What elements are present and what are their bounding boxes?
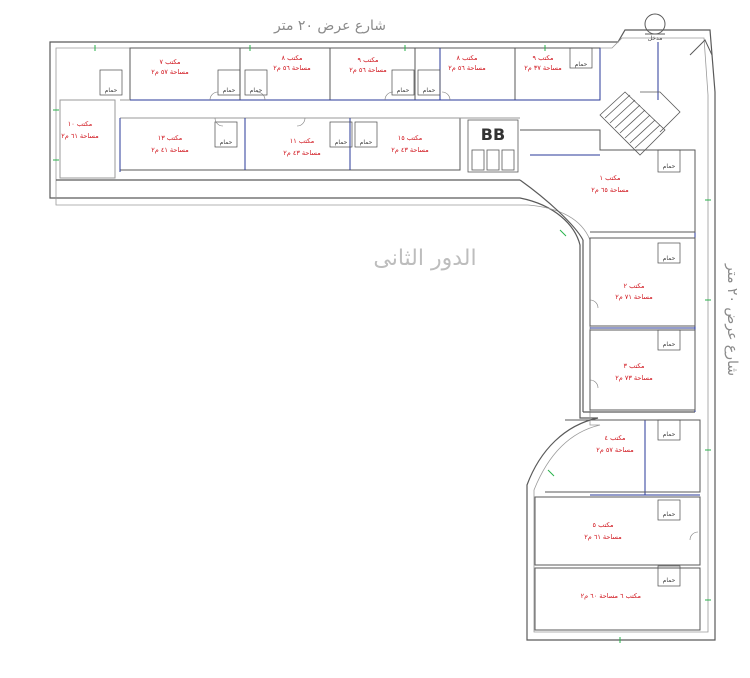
office-labels-right: مكتب ١ مساحة ٦٥ م٢ مكتب ٢ مساحة ٧١ م٢ مك… xyxy=(581,174,653,600)
wc-label: حمام xyxy=(663,577,676,584)
office-labels-middle: مكتب ١٠ مساحة ٦١ م٢ مكتب ١٣ مساحة ٤١ م٢ … xyxy=(61,120,428,157)
office-area: مساحة ٤٣ م٢ xyxy=(283,149,320,157)
office-name: مكتب ٣ xyxy=(624,362,645,370)
wc-label: حمام xyxy=(663,511,676,518)
office-name: مكتب ١٥ xyxy=(398,134,422,142)
wc-labels: حمام حمام حمام حمام حمام حمام حمام حمام … xyxy=(105,61,676,584)
floor-name-label: الدور الثانى xyxy=(373,246,476,271)
office-name: مكتب ٦ xyxy=(620,592,641,600)
wc-label: حمام xyxy=(423,87,436,94)
office-name: مكتب ٥ xyxy=(593,521,614,529)
corner-label: مدخل xyxy=(648,35,663,42)
wc-label: حمام xyxy=(250,87,263,94)
office-area: مساحة ٦٠ م٢ xyxy=(581,592,618,600)
wc-label: حمام xyxy=(223,87,236,94)
office-name: مكتب ٩ xyxy=(358,56,379,64)
office-name: مكتب ١١ xyxy=(290,137,314,145)
office-name: مكتب ٩ xyxy=(533,54,554,62)
office-area: مساحة ٤٣ م٢ xyxy=(391,146,428,154)
top-wing-rooms xyxy=(59,47,601,179)
stair-core xyxy=(467,91,681,173)
wc-label: حمام xyxy=(663,341,676,348)
wc-label: حمام xyxy=(663,255,676,262)
wc-label: حمام xyxy=(335,139,348,146)
office-area: مساحة ٧٣ م٢ xyxy=(615,374,652,382)
right-wing-rooms xyxy=(520,129,701,631)
office-area: مساحة ٥٧ م٢ xyxy=(151,68,188,76)
office-area: مساحة ٦١ م٢ xyxy=(61,132,98,140)
corner-entrance xyxy=(644,13,713,56)
office-area: مساحة ٧١ م٢ xyxy=(615,293,652,301)
office-labels-top: مكتب ٧ مساحة ٥٧ م٢ مكتب ٨ مساحة ٥٦ م٢ مك… xyxy=(151,54,561,76)
office-area: مساحة ٥٧ م٢ xyxy=(596,446,633,454)
office-name: مكتب ٨ xyxy=(282,54,303,62)
office-area: مساحة ٥٦ م٢ xyxy=(448,64,485,72)
wc-label: حمام xyxy=(105,87,118,94)
office-area: مساحة ٥٦ م٢ xyxy=(349,66,386,74)
wc-label: حمام xyxy=(663,163,676,170)
street-top-label: شارع عرض ٢٠ متر xyxy=(273,18,386,34)
wc-label: حمام xyxy=(360,139,373,146)
office-name: مكتب ١٠ xyxy=(68,120,92,128)
office-area: مساحة ٦١ م٢ xyxy=(584,533,621,541)
door-arcs xyxy=(209,91,699,541)
office-area: مساحة ٣٧ م٢ xyxy=(524,64,561,72)
office-name: مكتب ٢ xyxy=(624,282,645,290)
dimension-ticks xyxy=(53,45,711,643)
office-name: مكتب ١٣ xyxy=(158,134,182,142)
office-name: مكتب ١ xyxy=(600,174,621,182)
lift-symbol: BB xyxy=(481,125,505,144)
office-area: مساحة ٥٦ م٢ xyxy=(273,64,310,72)
wc-label: حمام xyxy=(397,87,410,94)
bathroom-units xyxy=(99,47,681,587)
office-name: مكتب ٧ xyxy=(160,58,181,66)
wc-label: حمام xyxy=(220,139,233,146)
office-area: مساحة ٤١ م٢ xyxy=(151,146,188,154)
wc-label: حمام xyxy=(575,61,588,68)
outer-walls xyxy=(49,29,716,641)
wc-label: حمام xyxy=(663,431,676,438)
office-name: مكتب ٤ xyxy=(605,434,626,442)
office-name: مكتب ٨ xyxy=(457,54,478,62)
office-area: مساحة ٦٥ م٢ xyxy=(591,186,628,194)
street-right-label: شارع عرض ٢٠ متر xyxy=(724,263,740,376)
